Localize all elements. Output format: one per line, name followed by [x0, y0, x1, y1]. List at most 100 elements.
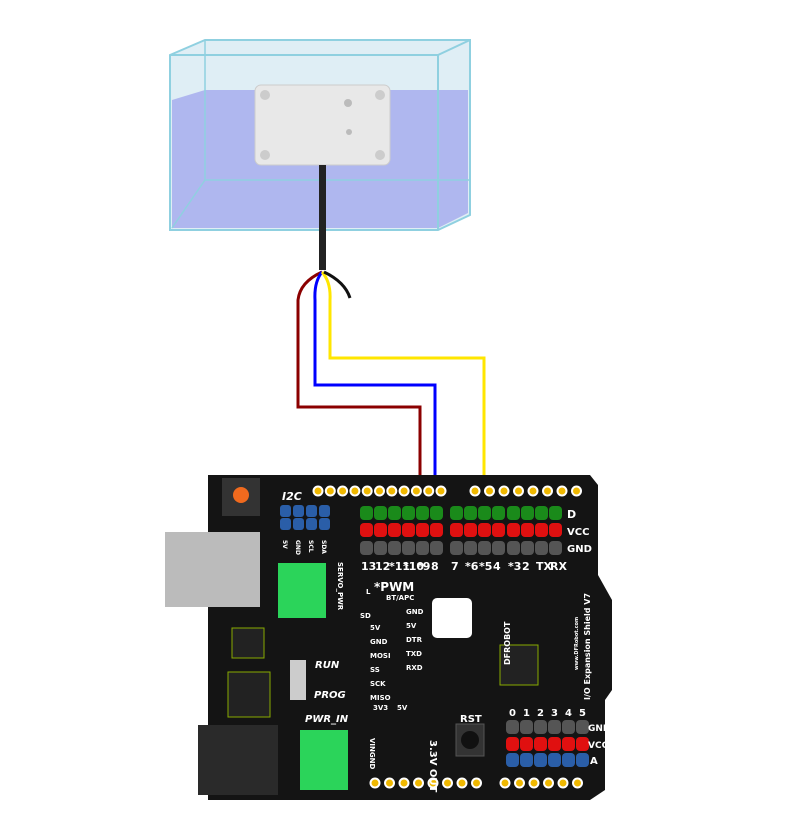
header-pin[interactable] — [549, 523, 562, 537]
header-pin[interactable] — [416, 506, 429, 520]
header-pin[interactable] — [360, 541, 373, 555]
female-header-pin[interactable] — [557, 777, 569, 789]
female-header-pin[interactable] — [369, 777, 381, 789]
header-pin[interactable] — [374, 506, 387, 520]
header-pin[interactable] — [464, 506, 477, 520]
female-header-pin[interactable] — [398, 777, 410, 789]
female-header-pin[interactable] — [423, 485, 435, 497]
analog-pin[interactable] — [576, 753, 589, 767]
female-header-pin[interactable] — [527, 485, 539, 497]
female-header-pin[interactable] — [324, 485, 336, 497]
i2c-pin[interactable] — [319, 505, 330, 517]
analog-pin[interactable] — [506, 720, 519, 734]
analog-pin[interactable] — [562, 753, 575, 767]
header-pin[interactable] — [464, 523, 477, 537]
female-header-pin[interactable] — [543, 777, 554, 789]
header-pin[interactable] — [492, 541, 505, 555]
i2c-pin[interactable] — [280, 518, 291, 530]
header-pin[interactable] — [478, 523, 491, 537]
header-pin[interactable] — [388, 523, 401, 537]
analog-pin[interactable] — [520, 720, 533, 734]
analog-pin[interactable] — [534, 737, 547, 751]
header-pin[interactable] — [360, 523, 373, 537]
female-header-pin[interactable] — [384, 777, 395, 789]
female-header-pin[interactable] — [312, 485, 324, 497]
header-pin[interactable] — [374, 541, 387, 555]
header-pin[interactable] — [492, 506, 505, 520]
i2c-pin[interactable] — [306, 505, 317, 517]
header-pin[interactable] — [478, 506, 491, 520]
analog-pin[interactable] — [506, 737, 519, 751]
i2c-pin[interactable] — [293, 505, 304, 517]
female-header-pin[interactable] — [337, 485, 349, 497]
header-pin[interactable] — [388, 541, 401, 555]
header-pin[interactable] — [450, 523, 463, 537]
female-header-pin[interactable] — [361, 485, 373, 497]
header-pin[interactable] — [374, 523, 387, 537]
female-header-pin[interactable] — [572, 777, 583, 789]
i2c-pin[interactable] — [293, 518, 304, 530]
header-pin[interactable] — [450, 506, 463, 520]
female-header-pin[interactable] — [374, 485, 385, 497]
header-pin[interactable] — [464, 541, 477, 555]
female-header-pin[interactable] — [484, 485, 495, 497]
female-header-pin[interactable] — [556, 485, 568, 497]
female-header-pin[interactable] — [456, 777, 468, 789]
female-header-pin[interactable] — [469, 485, 481, 497]
header-pin[interactable] — [402, 523, 415, 537]
header-pin[interactable] — [549, 506, 562, 520]
i2c-pin[interactable] — [306, 518, 317, 530]
female-header-pin[interactable] — [435, 485, 447, 497]
female-header-pin[interactable] — [571, 485, 582, 497]
female-header-pin[interactable] — [413, 777, 424, 789]
header-pin[interactable] — [402, 506, 415, 520]
female-header-pin[interactable] — [471, 777, 482, 789]
female-header-pin[interactable] — [514, 777, 525, 789]
analog-pin[interactable] — [520, 737, 533, 751]
analog-pin[interactable] — [562, 737, 575, 751]
header-pin[interactable] — [402, 541, 415, 555]
header-pin[interactable] — [430, 541, 443, 555]
female-header-pin[interactable] — [349, 485, 361, 497]
analog-pin[interactable] — [548, 720, 561, 734]
female-header-pin[interactable] — [386, 485, 398, 497]
analog-pin[interactable] — [562, 720, 575, 734]
header-pin[interactable] — [478, 541, 491, 555]
header-pin[interactable] — [450, 541, 463, 555]
female-header-pin[interactable] — [410, 485, 422, 497]
female-header-pin[interactable] — [427, 777, 439, 789]
header-pin[interactable] — [360, 506, 373, 520]
female-header-pin[interactable] — [442, 777, 453, 789]
header-pin[interactable] — [521, 506, 534, 520]
analog-pin[interactable] — [520, 753, 533, 767]
header-pin[interactable] — [507, 523, 520, 537]
header-pin[interactable] — [430, 506, 443, 520]
female-header-pin[interactable] — [398, 485, 410, 497]
analog-pin[interactable] — [576, 720, 589, 734]
header-pin[interactable] — [507, 506, 520, 520]
female-header-pin[interactable] — [499, 777, 511, 789]
analog-pin[interactable] — [576, 737, 589, 751]
analog-pin[interactable] — [548, 753, 561, 767]
header-pin[interactable] — [535, 523, 548, 537]
female-header-pin[interactable] — [542, 485, 553, 497]
header-pin[interactable] — [492, 523, 505, 537]
analog-pin[interactable] — [534, 753, 547, 767]
i2c-pin[interactable] — [319, 518, 330, 530]
female-header-pin[interactable] — [528, 777, 540, 789]
header-pin[interactable] — [521, 523, 534, 537]
female-header-pin[interactable] — [513, 485, 524, 497]
header-pin[interactable] — [388, 506, 401, 520]
female-header-pin[interactable] — [498, 485, 510, 497]
header-pin[interactable] — [535, 541, 548, 555]
header-pin[interactable] — [416, 523, 429, 537]
analog-pin[interactable] — [548, 737, 561, 751]
header-pin[interactable] — [507, 541, 520, 555]
header-pin[interactable] — [535, 506, 548, 520]
i2c-pin[interactable] — [280, 505, 291, 517]
header-pin[interactable] — [549, 541, 562, 555]
header-pin[interactable] — [416, 541, 429, 555]
header-pin[interactable] — [521, 541, 534, 555]
analog-pin[interactable] — [506, 753, 519, 767]
header-pin[interactable] — [430, 523, 443, 537]
